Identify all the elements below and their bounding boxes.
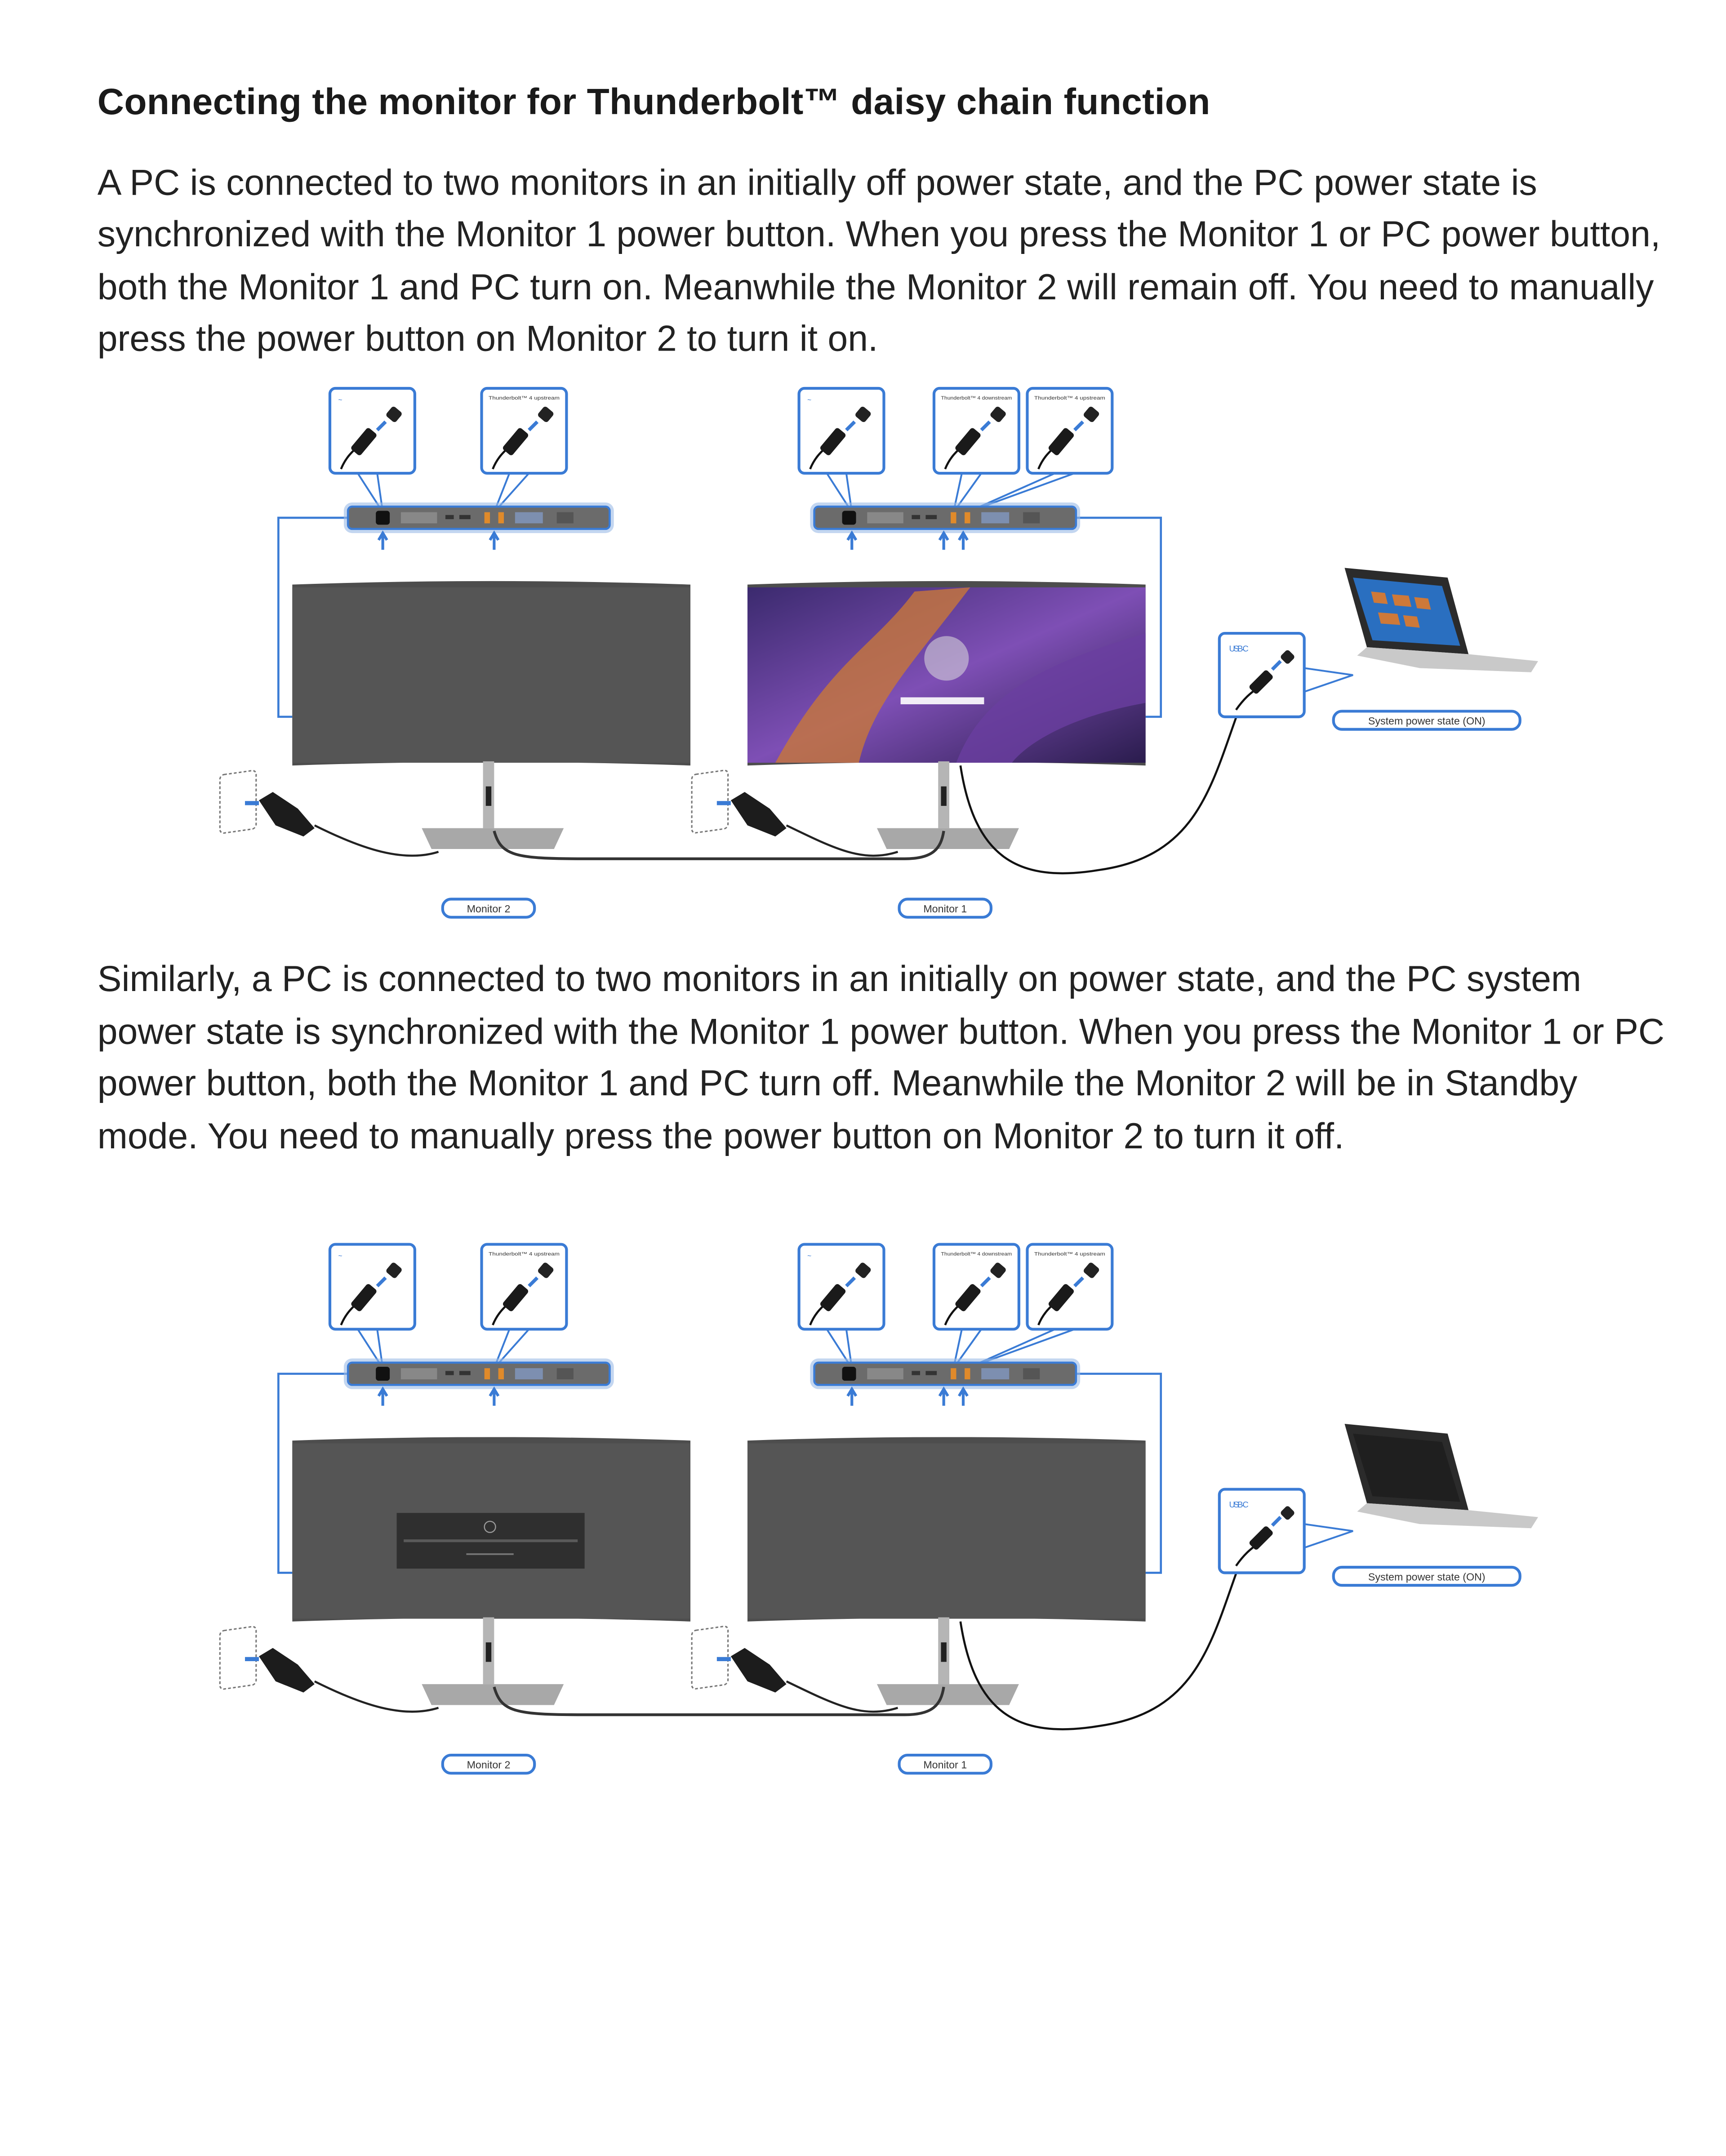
- ac-power-label: ~: [338, 396, 343, 404]
- wall-outlet-monitor-2: [219, 769, 315, 837]
- callout-label: Thunderbolt™ 4 downstream: [941, 396, 1012, 401]
- system-power-state-label: System power state (ON): [1368, 715, 1486, 727]
- arrow-up-icon: [846, 1386, 858, 1406]
- thunderbolt-pc-cable: [959, 709, 1240, 875]
- connection-line: [1076, 1373, 1162, 1574]
- monitor-1-badge: [898, 1753, 993, 1775]
- callout-power-monitor-1: [797, 387, 885, 513]
- callout-tb-downstream-monitor-1: Thunderbolt™ 4 downstream: [932, 1243, 1020, 1369]
- usb-c-icon: USB-C: [1229, 1500, 1248, 1509]
- arrow-up-icon: [938, 530, 949, 550]
- monitor-2: [292, 1437, 691, 1705]
- laptop-pc: [1344, 568, 1538, 672]
- callout-label: Thunderbolt™ 4 downstream: [941, 1251, 1012, 1257]
- connection-line: [277, 516, 348, 718]
- cable-plug-icon: [492, 1262, 554, 1326]
- connection-diagram-svg: ~ Thunderbolt™ 4 upstream ~: [219, 1243, 1538, 1775]
- cable-plug-icon: [340, 1262, 402, 1326]
- callout-tb-upstream-monitor-2: Thunderbolt™ 4 upstream: [480, 387, 568, 513]
- arrow-up-icon: [958, 530, 969, 550]
- thunderbolt-pc-cable: [959, 1565, 1240, 1730]
- monitor-2-label: Monitor 2: [467, 1759, 511, 1770]
- section-heading: Connecting the monitor for Thunderbolt™ …: [97, 80, 1210, 123]
- diagram-power-on: ~ Thunderbolt™ 4 upstream ~: [0, 383, 1726, 940]
- connection-diagram-svg: ~ Thunderbolt™ 4 upstream ~: [219, 387, 1538, 919]
- laptop-pc: [1344, 1424, 1538, 1529]
- wall-outlet-monitor-1: [691, 1625, 787, 1693]
- monitor-2-badge: [441, 898, 536, 919]
- arrow-up-icon: [938, 1386, 949, 1406]
- usb-c-icon: USB-C: [1229, 644, 1248, 653]
- power-plug-icon: [730, 1648, 787, 1693]
- monitor-1: [747, 1437, 1146, 1705]
- power-plug-icon: [259, 792, 315, 837]
- wall-outlet-monitor-2: [219, 1626, 315, 1693]
- monitor-2: [292, 581, 691, 849]
- paragraph-power-on: A PC is connected to two monitors in an …: [97, 161, 1661, 360]
- system-power-state-badge: [1332, 1565, 1521, 1587]
- standby-dialog: [396, 1513, 585, 1569]
- arrow-up-icon: [489, 1386, 500, 1406]
- arrow-up-icon: [377, 530, 388, 550]
- monitor-2-label: Monitor 2: [467, 903, 511, 915]
- power-cable: [786, 1680, 899, 1713]
- power-cable: [786, 824, 899, 857]
- paragraph-power-off: Similarly, a PC is connected to two moni…: [97, 957, 1665, 1156]
- wall-outlet-monitor-1: [691, 769, 787, 837]
- arrow-up-icon: [846, 530, 858, 550]
- cable-plug-icon: [944, 1262, 1006, 1326]
- callout-tb-upstream-monitor-2: Thunderbolt™ 4 upstream: [480, 1243, 568, 1369]
- power-cable: [314, 1680, 439, 1713]
- port-panel-monitor-2: [343, 1358, 614, 1406]
- cable-plug-icon: [809, 1262, 871, 1326]
- system-power-state-badge: [1332, 710, 1521, 731]
- callout-usb-c-laptop: USB-C: [1218, 631, 1353, 718]
- callout-label: Thunderbolt™ 4 upstream: [489, 1251, 560, 1257]
- cable-plug-icon: [1037, 406, 1099, 470]
- monitor-1-label: Monitor 1: [923, 1759, 967, 1770]
- connection-line: [1076, 516, 1162, 718]
- cable-plug-icon: [340, 406, 402, 470]
- power-cable: [314, 824, 439, 857]
- thunderbolt-daisy-chain-cable: [493, 830, 945, 860]
- cable-plug-icon: [1037, 1262, 1099, 1326]
- monitor-1: [747, 581, 1146, 849]
- callout-label: Thunderbolt™ 4 upstream: [489, 396, 560, 401]
- ac-power-label: ~: [807, 1253, 811, 1260]
- callout-tb-downstream-monitor-1: Thunderbolt™ 4 downstream: [932, 387, 1020, 513]
- cable-plug-icon: [809, 406, 871, 470]
- ac-power-label: ~: [807, 396, 811, 404]
- thunderbolt-daisy-chain-cable: [493, 1686, 945, 1716]
- power-plug-icon: [259, 1648, 315, 1693]
- connection-line: [277, 1373, 348, 1574]
- callout-label: Thunderbolt™ 4 upstream: [1034, 1251, 1105, 1257]
- cable-plug-icon: [492, 406, 554, 470]
- power-plug-icon: [730, 792, 787, 837]
- callout-power-monitor-1: [797, 1243, 885, 1369]
- arrow-up-icon: [489, 530, 500, 550]
- monitor-1-badge: [898, 898, 993, 919]
- callout-usb-c-laptop: USB-C: [1218, 1488, 1353, 1574]
- monitor-2-badge: [441, 1753, 536, 1775]
- callout-power-monitor-2: [328, 387, 416, 513]
- port-panel-monitor-1: [810, 502, 1081, 550]
- monitor-1-label: Monitor 1: [923, 903, 967, 915]
- callout-label: Thunderbolt™ 4 upstream: [1034, 396, 1105, 401]
- port-panel-monitor-2: [343, 502, 614, 550]
- system-power-state-label: System power state (ON): [1368, 1571, 1486, 1583]
- cable-plug-icon: [944, 406, 1006, 470]
- diagram-power-off: ~ Thunderbolt™ 4 upstream ~: [0, 1239, 1726, 1796]
- arrow-up-icon: [958, 1386, 969, 1406]
- dell-logo-icon: [484, 1520, 496, 1533]
- arrow-up-icon: [377, 1386, 388, 1406]
- user-avatar-icon: [924, 636, 969, 681]
- port-panel-monitor-1: [810, 1358, 1081, 1406]
- callout-power-monitor-2: [328, 1243, 416, 1369]
- ac-power-label: ~: [338, 1253, 343, 1260]
